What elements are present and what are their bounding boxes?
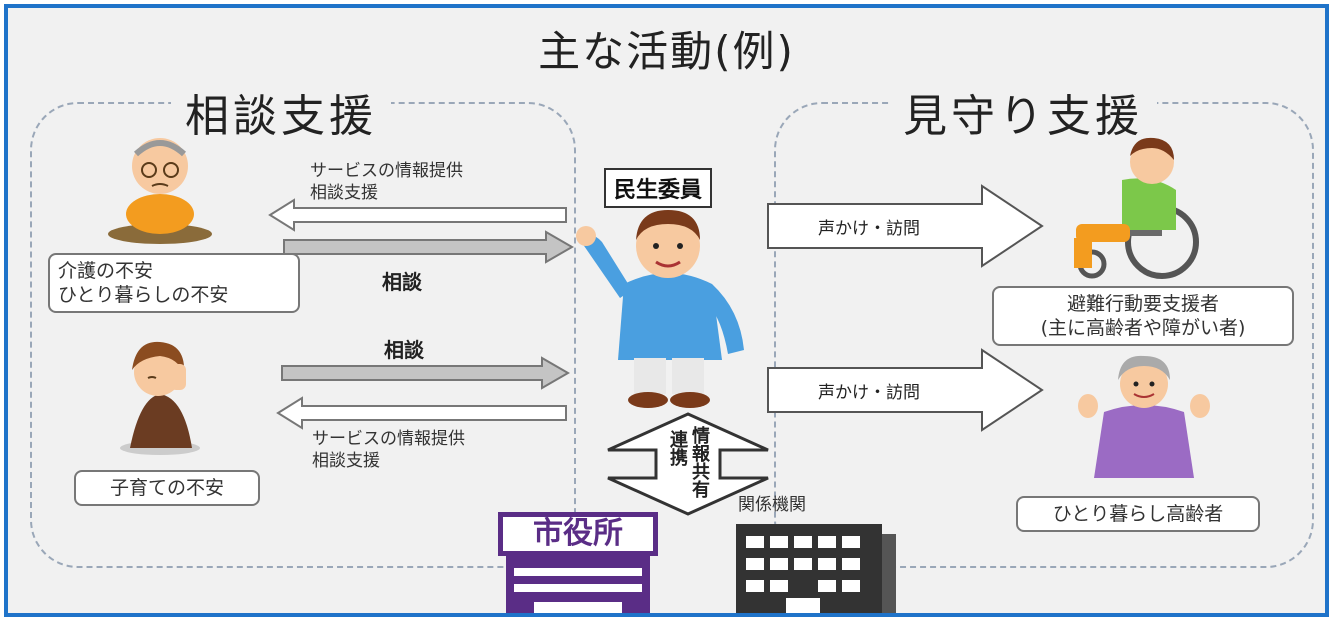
minsei-committee-member-illustration [576,210,744,408]
cooperation-double-arrow [607,412,769,516]
city-hall-window-band-1 [514,568,642,576]
childcare-anxiety-label: 子育ての不安 [74,470,260,506]
consult-label-bottom: 相談 [384,338,424,362]
arrow-to-elderly [268,198,567,232]
minsei-committee-label: 民生委員 [604,168,713,208]
elderly-anxiety-line-2: ひとり暮らしの不安 [58,284,229,306]
info-sharing-label: 情報共有 [689,426,710,498]
city-hall-sign: 市役所 [498,512,658,556]
city-hall-window-band-2 [514,584,642,592]
service-info-text-bottom: サービスの情報提供 相談支援 [312,428,465,472]
service-info-text-top: サービスの情報提供 相談支援 [310,160,463,204]
service-info-line-1-bottom: サービスの情報提供 [312,429,465,449]
elderly-anxiety-line-1: 介護の不安 [58,260,154,282]
wheelchair-user-illustration [1074,137,1199,279]
cooperation-label: 連携 [667,430,688,466]
related-agencies-building [736,524,896,613]
service-info-line-1-top: サービスの情報提供 [310,161,463,181]
worried-elderly-man-illustration [108,138,212,244]
consultation-support-line-top: 相談支援 [310,183,378,203]
evacuation-support-line-2: (主に高齢者や障がい者) [1040,317,1246,339]
evacuation-support-label: 避難行動要支援者 (主に高齢者や障がい者) [992,286,1294,346]
section-title-watch: 見守り支援 [889,80,1157,144]
consult-label-top: 相談 [382,270,422,294]
visit-label-top: 声かけ・訪問 [818,219,920,239]
visit-arrow-top [767,184,1044,268]
section-title-consultation: 相談支援 [171,80,391,144]
arrow-to-minsei-top [283,230,575,264]
evacuation-support-line-1: 避難行動要支援者 [1066,293,1219,315]
visit-arrow-bottom [767,348,1044,432]
related-agencies-label: 関係機関 [738,495,806,515]
elderly-woman-illustration [1078,355,1210,478]
elderly-living-alone-label: ひとり暮らし高齢者 [1016,496,1260,532]
city-hall-building: 市役所 [498,512,658,613]
arrow-to-parent [276,396,567,430]
city-hall-entrance [534,602,622,613]
visit-label-bottom: 声かけ・訪問 [818,383,920,403]
diagram-frame: 主な活動(例) 相談支援 見守り支援 介護の不安 ひとり暮らしの不安 サービスの… [4,4,1329,617]
worried-parent-illustration [120,341,200,455]
consultation-support-line-bottom: 相談支援 [312,451,380,471]
arrow-to-minsei-bottom [281,356,571,390]
elderly-anxiety-label: 介護の不安 ひとり暮らしの不安 [48,253,300,313]
diagram-title: 主な活動(例) [538,27,795,76]
